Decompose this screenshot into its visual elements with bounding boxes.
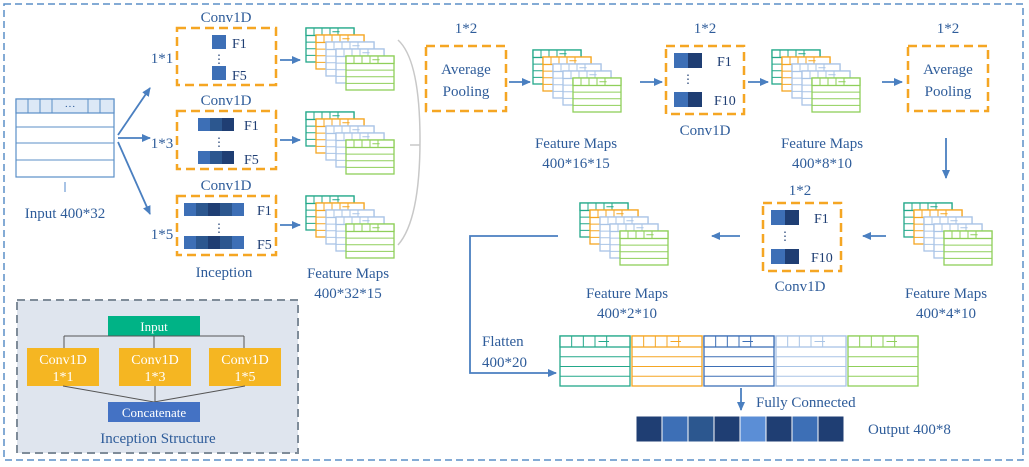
- inset-input-box: [108, 316, 200, 336]
- flatten-line2: 400*20: [482, 355, 527, 371]
- pool-1-line1: Average: [441, 62, 491, 78]
- inset-conv-2: [119, 348, 191, 386]
- feature-map-stack-2: [532, 49, 622, 113]
- arrow-input-branch-3: [117, 141, 151, 215]
- feature-map-stack-1b: [305, 111, 395, 175]
- feature-maps-3-label: Feature Maps: [781, 136, 863, 152]
- pool-1-box: [424, 44, 508, 113]
- svg-text:⋮: ⋮: [213, 52, 225, 66]
- branch-3-box: [175, 194, 278, 257]
- branch-2-f-top: F1: [244, 119, 259, 134]
- feature-maps-5-label: Feature Maps: [586, 286, 668, 302]
- flatten-table-5: [847, 335, 919, 387]
- inset-conv-1-line1: Conv1D: [39, 353, 86, 368]
- svg-text:⋮: ⋮: [682, 72, 694, 86]
- branch-1-f-bottom: F5: [232, 69, 247, 84]
- feature-maps-1-label: Feature Maps: [307, 266, 389, 282]
- pool-2-line2: Pooling: [925, 84, 972, 100]
- feature-map-stack-1c: [305, 195, 395, 259]
- inset-conv-3-line1: Conv1D: [221, 353, 268, 368]
- conv-2-box: [664, 44, 746, 116]
- feature-map-stack-5: [579, 202, 669, 266]
- inset-conv-3: [209, 348, 281, 386]
- branch-1-kernel: 1*1: [151, 51, 174, 67]
- flatten-table-2: [631, 335, 703, 387]
- branch-3-f-top: F1: [257, 204, 272, 219]
- arrow-input-branch-1: [117, 87, 151, 136]
- branch-3-title: Conv1D: [201, 178, 252, 194]
- branch-2-title: Conv1D: [201, 93, 252, 109]
- branch-1-f-top: F1: [232, 37, 247, 52]
- conv-3-f-top: F1: [814, 212, 829, 227]
- output-label: Output 400*8: [868, 422, 951, 438]
- pool-1-kernel: 1*2: [455, 21, 478, 37]
- inset-conv-2-line1: Conv1D: [131, 353, 178, 368]
- conv-3-label: Conv1D: [775, 279, 826, 295]
- conv-2-f-top: F1: [717, 55, 732, 70]
- branch-2-f-bottom: F5: [244, 153, 259, 168]
- conv-2-label: Conv1D: [680, 123, 731, 139]
- feature-maps-4-dims: 400*4*10: [916, 306, 976, 322]
- branch-2-box: [175, 109, 278, 171]
- inset-conv-1-line2: 1*1: [53, 370, 74, 385]
- conv-3-box: [761, 201, 843, 273]
- inset-concat-box: [108, 402, 200, 422]
- pool-1-line2: Pooling: [443, 84, 490, 100]
- outer-border: [3, 3, 1024, 461]
- inset-conv-3-line2: 1*5: [235, 370, 256, 385]
- inception-structure-title: Inception Structure: [100, 431, 216, 447]
- feature-maps-1-dims: 400*32*15: [314, 286, 382, 302]
- feature-map-stack-1a: [305, 27, 395, 91]
- conv-2-f-bottom: F10: [714, 94, 736, 109]
- feature-maps-2-dims: 400*16*15: [542, 156, 610, 172]
- feature-maps-4-label: Feature Maps: [905, 286, 987, 302]
- conv-2-kernel: 1*2: [694, 21, 717, 37]
- branch-1-box: [175, 26, 278, 87]
- feature-maps-5-dims: 400*2*10: [597, 306, 657, 322]
- inset-concat-label: Concatenate: [122, 405, 186, 420]
- inset-input-label: Input: [140, 319, 168, 334]
- inset-conv-2-line2: 1*3: [145, 370, 166, 385]
- conv-3-kernel: 1*2: [789, 183, 812, 199]
- feature-map-stack-3: [771, 49, 861, 113]
- branch-2-kernel: 1*3: [151, 136, 174, 152]
- output-vector: [635, 415, 845, 443]
- concat-bracket: [397, 39, 421, 246]
- fully-connected-label: Fully Connected: [756, 395, 856, 411]
- inception-label: Inception: [196, 265, 253, 281]
- inset-conv-1: [27, 348, 99, 386]
- input-label: Input 400*32: [25, 206, 105, 222]
- flatten-line1: Flatten: [482, 334, 524, 350]
- pool-2-box: [906, 44, 990, 113]
- flatten-table-1: [559, 335, 631, 387]
- svg-text:⋮: ⋮: [779, 229, 791, 243]
- branch-3-kernel: 1*5: [151, 227, 174, 243]
- branch-3-f-bottom: F5: [257, 238, 272, 253]
- svg-text:⋮: ⋮: [213, 221, 225, 235]
- feature-maps-3-dims: 400*8*10: [792, 156, 852, 172]
- flatten-table-3: [703, 335, 775, 387]
- pool-2-line1: Average: [923, 62, 973, 78]
- conv-3-f-bottom: F10: [811, 251, 833, 266]
- input-table: ···: [15, 98, 115, 178]
- feature-maps-2-label: Feature Maps: [535, 136, 617, 152]
- pool-2-kernel: 1*2: [937, 21, 960, 37]
- input-dots: ···: [65, 101, 76, 113]
- svg-text:⋮: ⋮: [213, 135, 225, 149]
- feature-map-stack-4: [903, 202, 993, 266]
- arrow-flatten: [469, 235, 558, 377]
- branch-1-title: Conv1D: [201, 10, 252, 26]
- flatten-table-4: [775, 335, 847, 387]
